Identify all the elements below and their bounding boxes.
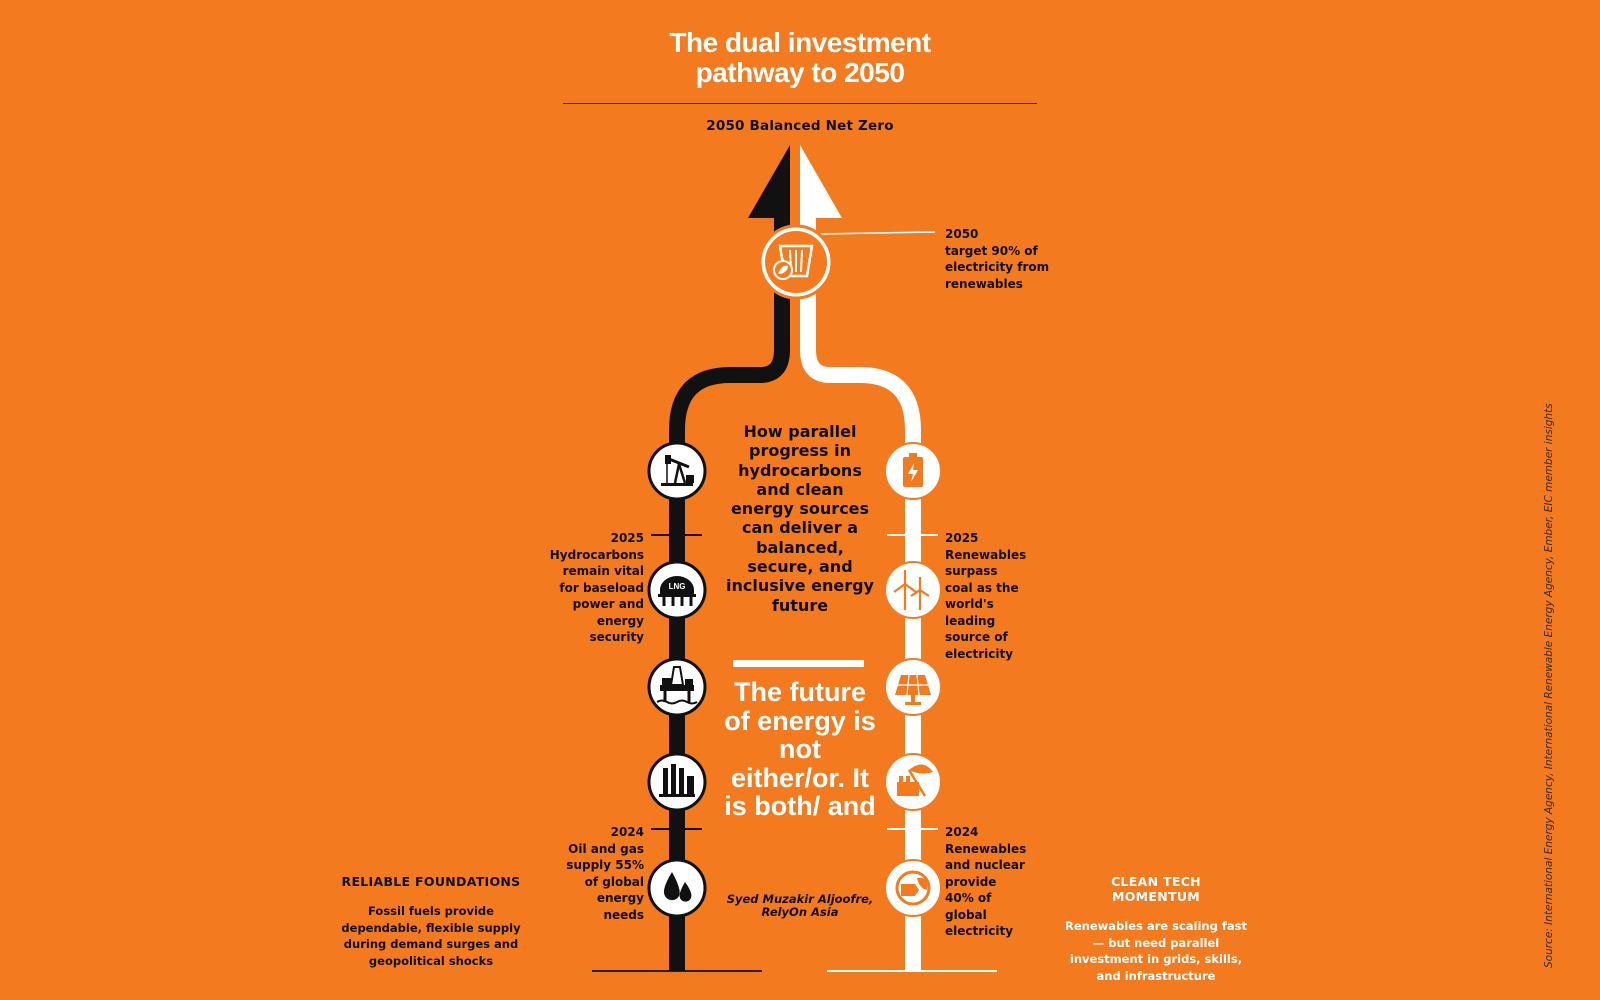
quote-divider bbox=[733, 660, 864, 667]
milestone-right-2025-year: 2025 bbox=[945, 531, 979, 545]
pull-quote: The future of energy is not either/or. I… bbox=[724, 677, 876, 821]
title-line-2: pathway to 2050 bbox=[695, 57, 905, 88]
quote-attribution: Syed Muzakir Aljoofre, RelyOn Asia bbox=[715, 893, 885, 919]
title-line-1: The dual investment bbox=[669, 27, 931, 58]
milestone-right-2024: 2024 Renewables and nuclear provide 40% … bbox=[945, 824, 1029, 940]
refinery-icon bbox=[647, 752, 707, 812]
left-panel-heading: RELIABLE FOUNDATIONS bbox=[341, 874, 521, 889]
oil-drops-icon bbox=[647, 858, 707, 918]
offshore-rig-icon bbox=[647, 657, 707, 717]
right-panel-heading: CLEAN TECH MOMENTUM bbox=[1111, 874, 1201, 904]
clean-arrowhead bbox=[800, 145, 842, 218]
goal-label: 2050 Balanced Net Zero bbox=[706, 118, 894, 134]
right-panel-body: Renewables are scaling fast — but need p… bbox=[1065, 919, 1247, 983]
oil-pumpjack-icon bbox=[647, 441, 707, 501]
recycle-bin-leaf-icon bbox=[758, 224, 834, 300]
lng-tank-icon: LNG bbox=[647, 560, 707, 620]
clean-factory-icon bbox=[884, 753, 942, 811]
hydrocarbon-arrowhead bbox=[748, 145, 790, 218]
center-description: How parallel progress in hydrocarbons an… bbox=[726, 422, 874, 615]
milestone-left-2024: 2024 Oil and gas supply 55% of global en… bbox=[560, 824, 644, 923]
solar-panel-icon bbox=[884, 658, 942, 716]
milestone-2050-text: target 90% of electricity from renewable… bbox=[945, 243, 1050, 291]
right-panel: CLEAN TECH MOMENTUM Renewables are scali… bbox=[1065, 874, 1247, 984]
left-panel: RELIABLE FOUNDATIONS Fossil fuels provid… bbox=[340, 874, 522, 969]
leader-2050 bbox=[819, 231, 936, 235]
milestone-right-2025-text: Renewables surpass coal as the world's l… bbox=[945, 547, 1027, 661]
milestone-left-2025: 2025 Hydrocarbons remain vital for basel… bbox=[548, 530, 644, 646]
lng-label: LNG bbox=[669, 582, 686, 591]
milestone-2050: 2050 target 90% of electricity from rene… bbox=[945, 226, 1055, 292]
title-divider bbox=[563, 103, 1037, 104]
milestone-right-2024-year: 2024 bbox=[945, 825, 979, 839]
source-note: Source: International Energy Agency, Int… bbox=[1543, 403, 1555, 968]
clean-path bbox=[800, 215, 921, 971]
quote-attribution-line-2: RelyOn Asia bbox=[761, 905, 839, 919]
milestone-left-2024-text: Oil and gas supply 55% of global energy … bbox=[566, 841, 644, 922]
wind-turbine-icon bbox=[884, 561, 942, 619]
milestone-right-2024-text: Renewables and nuclear provide 40% of gl… bbox=[945, 841, 1027, 939]
left-panel-body: Fossil fuels provide dependable, flexibl… bbox=[341, 904, 521, 968]
quote-attribution-line-1: Syed Muzakir Aljoofre, bbox=[726, 892, 874, 906]
milestone-2050-year: 2050 bbox=[945, 227, 979, 241]
tick-marks bbox=[651, 231, 938, 830]
milestone-left-2025-year: 2025 bbox=[610, 531, 644, 545]
page-title: The dual investment pathway to 2050 bbox=[560, 28, 1040, 88]
milestone-left-2024-year: 2024 bbox=[610, 825, 644, 839]
green-fuel-pump-icon bbox=[884, 859, 942, 917]
hydrocarbon-path bbox=[669, 215, 790, 971]
battery-icon bbox=[884, 442, 942, 500]
milestone-left-2025-text: Hydrocarbons remain vital for baseload p… bbox=[549, 547, 644, 645]
milestone-right-2025: 2025 Renewables surpass coal as the worl… bbox=[945, 530, 1029, 662]
